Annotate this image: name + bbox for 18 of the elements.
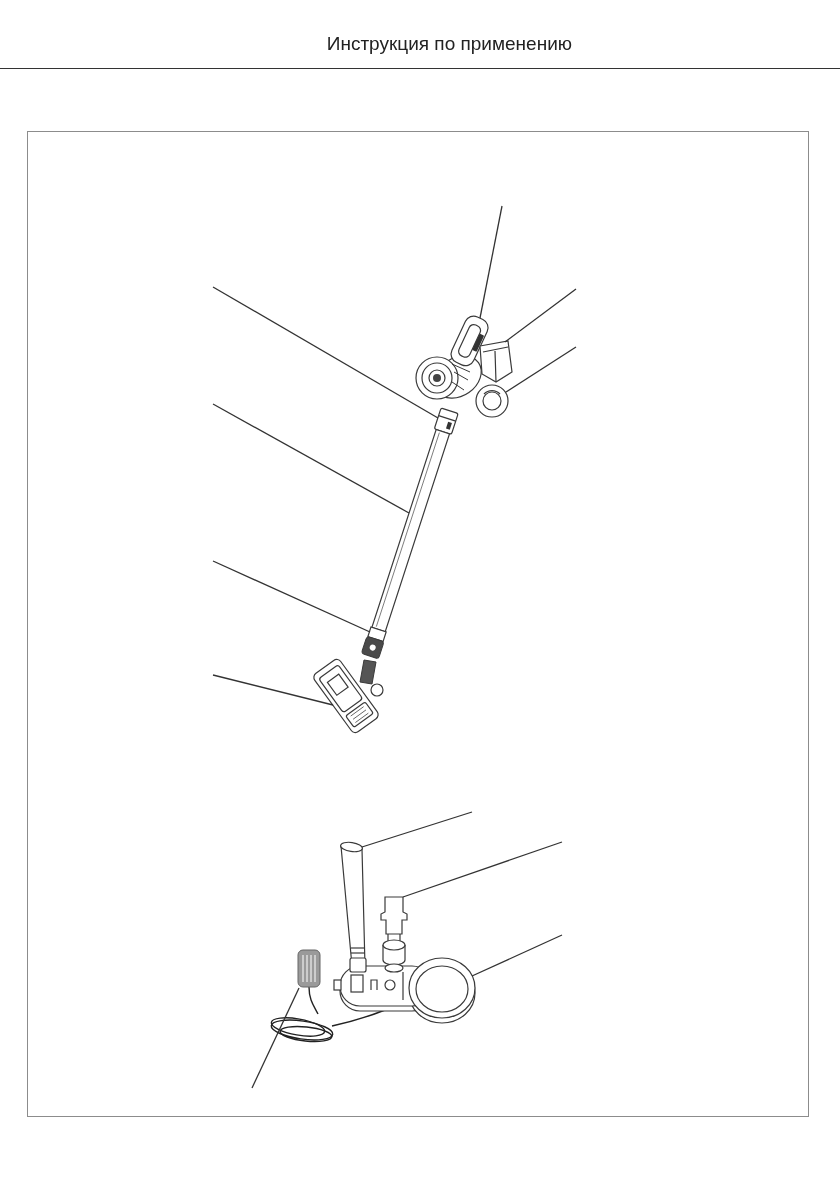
leader-line bbox=[471, 934, 563, 977]
leader-line bbox=[251, 987, 300, 1089]
leader-line bbox=[479, 205, 503, 319]
power-adapter bbox=[297, 949, 321, 988]
charging-dock bbox=[333, 957, 476, 1024]
leader-line bbox=[361, 811, 473, 848]
crevice-tool bbox=[340, 841, 367, 973]
leader-line bbox=[505, 346, 577, 393]
leader-line bbox=[504, 288, 577, 343]
leader-line bbox=[212, 403, 410, 514]
page-header-title: Инструкция по применению bbox=[326, 34, 572, 53]
leader-line bbox=[212, 286, 439, 419]
brush-connector bbox=[360, 626, 387, 660]
brush-tool bbox=[380, 896, 408, 973]
leader-line bbox=[212, 674, 334, 706]
leader-line bbox=[402, 841, 563, 898]
leader-line bbox=[212, 560, 371, 633]
cyclone-cup bbox=[475, 384, 509, 418]
